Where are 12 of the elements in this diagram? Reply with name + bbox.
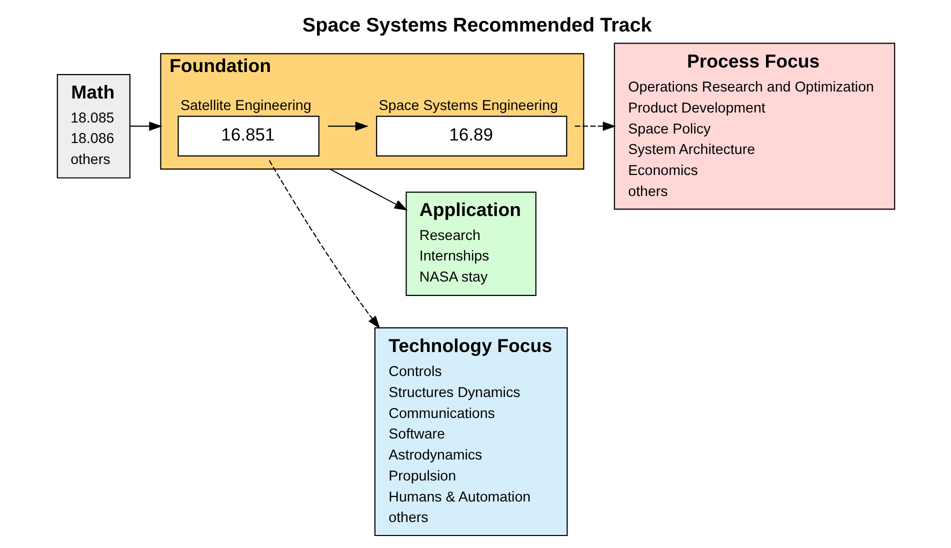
node-box: Application Research Internships NASA stay <box>405 192 536 296</box>
arrow <box>327 122 368 131</box>
arrow <box>329 168 408 211</box>
node-label: Space Systems Engineering <box>378 98 558 114</box>
node-box: Technology Focus Controls Structures Dynamics Communications Software Astrodynamics Propulsion Humans & Automation others <box>374 327 568 536</box>
arrow <box>268 160 380 329</box>
node-label: Satellite Engineering <box>180 98 311 114</box>
node-box: Math 18.085 18.086 others <box>56 74 130 178</box>
arrow <box>574 122 616 131</box>
arrow <box>130 122 162 131</box>
diagram-title: Space Systems Recommended Track <box>302 14 652 37</box>
node-box: Process Focus Operations Research and Optimization Product Development Space Policy System Architecture Economics others <box>613 42 895 210</box>
